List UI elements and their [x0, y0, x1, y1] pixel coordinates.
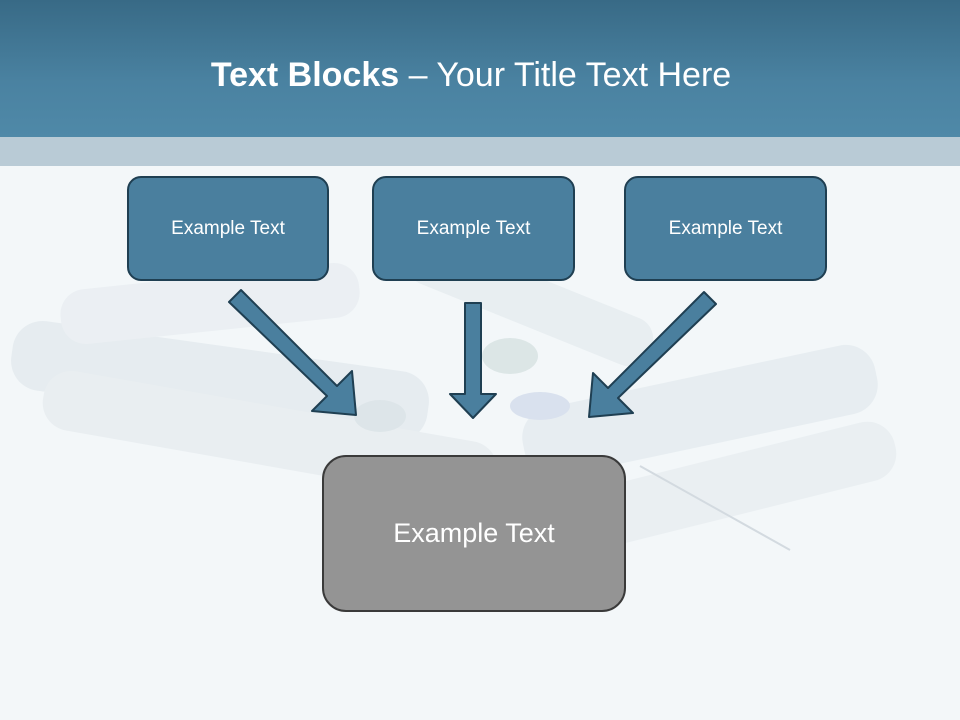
syringe-shape	[522, 344, 878, 478]
title-rest-part: Your Title Text Here	[436, 56, 732, 94]
vial-shape	[354, 400, 406, 432]
result-block: Example Text	[322, 455, 626, 612]
text-block-1: Example Text	[127, 176, 329, 281]
result-block-label: Example Text	[393, 518, 555, 548]
text-block-2-label: Example Text	[416, 217, 531, 239]
needle-shape	[639, 465, 791, 551]
text-block-2: Example Text	[372, 176, 575, 281]
text-block-3-label: Example Text	[668, 217, 783, 239]
syringe-shape	[563, 421, 897, 551]
text-block-1-label: Example Text	[171, 217, 285, 239]
syringe-shape	[60, 262, 360, 345]
needle-cap-shape	[510, 392, 570, 420]
title-bar: Text Blocks – Your Title Text Here	[0, 0, 960, 137]
text-block-3: Example Text	[624, 176, 827, 281]
title-bold-part: Text Blocks	[210, 56, 400, 94]
vial-shape	[482, 338, 538, 374]
slide-title: Text Blocks – Your Title Text Here	[0, 54, 942, 96]
arrow-center-down	[449, 302, 497, 419]
title-separator: –	[399, 56, 437, 94]
arrow-left-diagonal	[228, 289, 357, 416]
accent-band	[0, 137, 960, 166]
arrow-right-diagonal	[588, 291, 717, 418]
